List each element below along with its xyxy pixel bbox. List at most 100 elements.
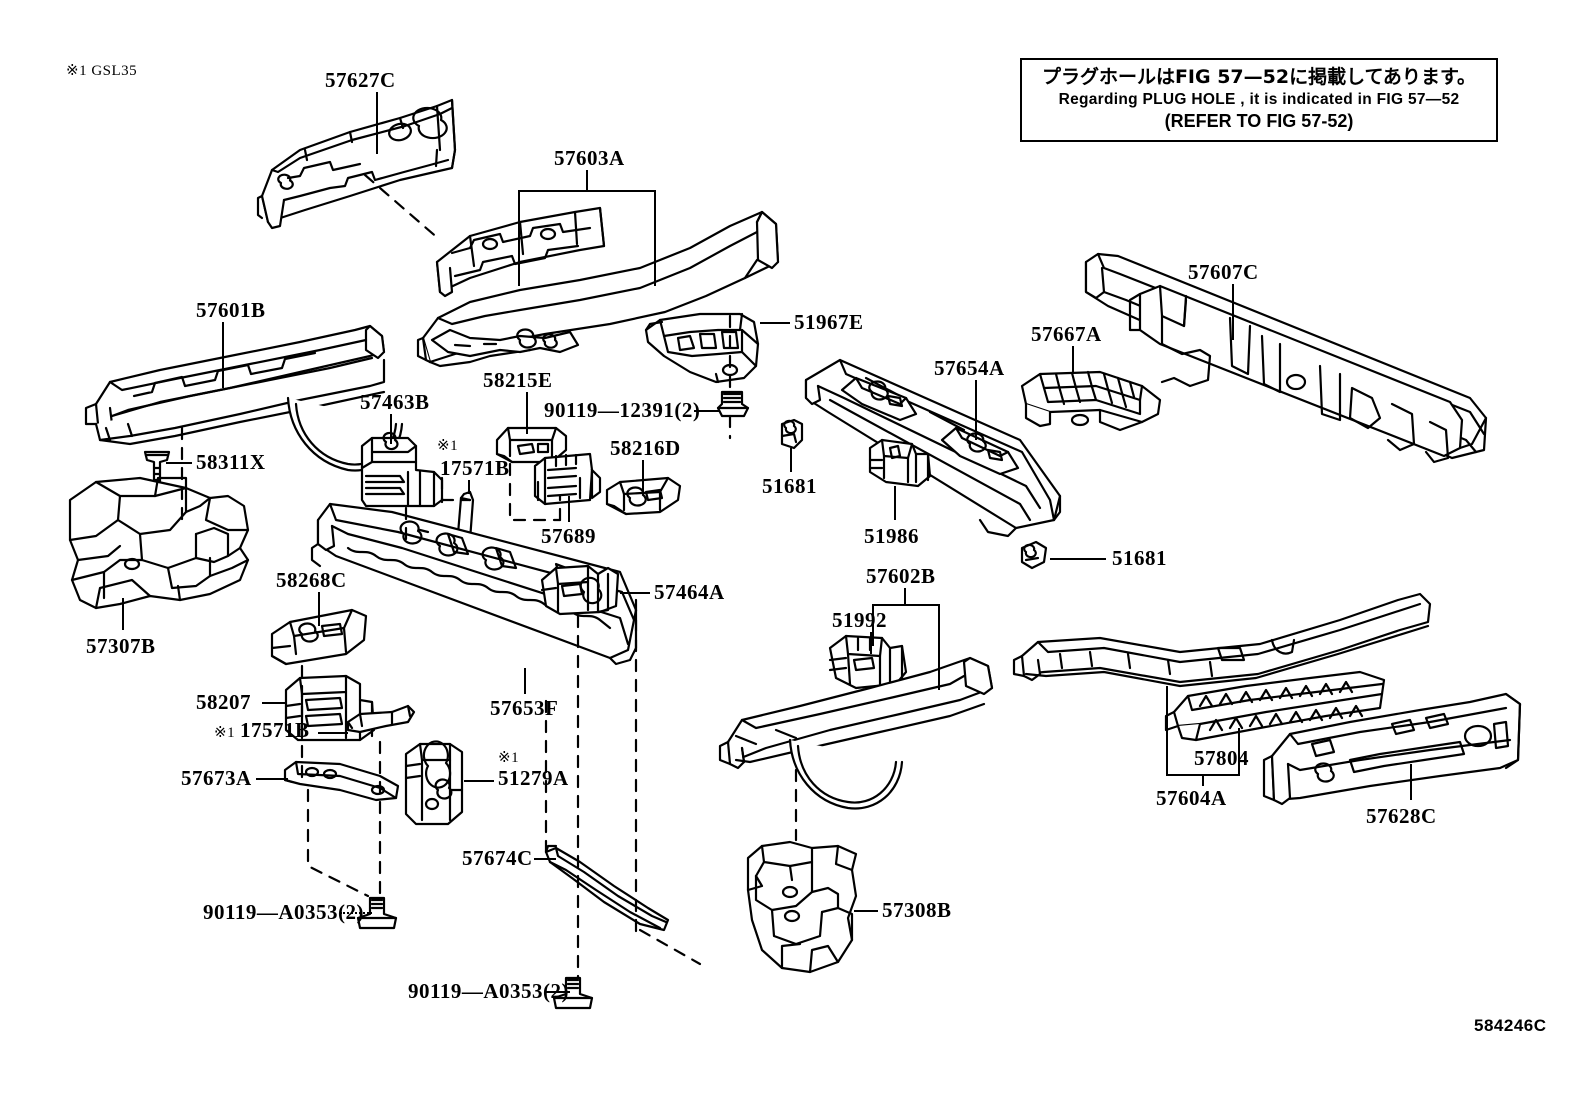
part-shape-58311X-bolt: [145, 452, 169, 490]
note-line-refer: (REFER TO FIG 57-52): [1164, 110, 1354, 131]
part-label-51986[interactable]: 51986: [864, 524, 919, 548]
leader-57603A-right: [654, 190, 656, 286]
part-shape-90119-12391-bolt: [718, 392, 748, 416]
part-shape-51992: [830, 636, 906, 688]
leader-57604A-right: [1238, 746, 1240, 774]
part-label-58216D[interactable]: 58216D: [610, 436, 681, 460]
part-label-51992[interactable]: 51992: [832, 608, 887, 632]
part-label-57653F[interactable]: 57653F: [490, 696, 559, 720]
part-label-57602B[interactable]: 57602B: [866, 564, 936, 588]
part-label-57603A[interactable]: 57603A: [554, 146, 625, 170]
leader-57689: [568, 496, 570, 522]
part-label-57607C[interactable]: 57607C: [1188, 260, 1259, 284]
part-shape-17571B-lower: [348, 706, 414, 732]
part-label-17571B-lower[interactable]: 17571B: [240, 718, 310, 742]
note-line-english: Regarding PLUG HOLE , it is indicated in…: [1058, 90, 1460, 108]
leader-51986: [894, 486, 896, 520]
part-label-58207[interactable]: 58207: [196, 690, 251, 714]
part-shape-51986: [870, 440, 930, 486]
part-label-57673A[interactable]: 57673A: [181, 766, 252, 790]
part-shape-57628C: [1264, 694, 1520, 804]
part-label-51681-lower[interactable]: 51681: [1112, 546, 1167, 570]
leader-57602B-stem: [904, 588, 906, 604]
leader-58207: [262, 702, 286, 704]
part-shape-57673A: [285, 762, 398, 800]
leader-57607C: [1232, 284, 1234, 340]
leader-57604A-bar: [1166, 774, 1240, 776]
part-label-90119-A0353-left[interactable]: 90119—A0353(2): [203, 900, 364, 924]
part-label-57604A[interactable]: 57604A: [1156, 786, 1227, 810]
part-shape-57627C: [258, 100, 455, 228]
leader-17571B-lower: [318, 732, 348, 734]
leader-57603A-bar: [518, 190, 656, 192]
asterisk-marker-51279A: ※1: [498, 750, 520, 766]
part-label-17571B-upper[interactable]: 17571B: [440, 456, 510, 480]
part-shape-57654A: [806, 360, 1060, 536]
leader-57604A-stem: [1202, 774, 1204, 786]
part-shape-57464A: [542, 566, 618, 614]
part-shape-51681-lower: [1022, 542, 1046, 568]
part-shape-17571B-upper: [458, 492, 473, 544]
part-shape-57607C: [1086, 254, 1486, 462]
part-shape-51279A: [406, 741, 462, 824]
leader-58216D: [642, 460, 644, 492]
part-label-57804[interactable]: 57804: [1194, 746, 1249, 770]
asterisk-marker-17571B-upper: ※1: [437, 438, 459, 454]
part-label-57463B[interactable]: 57463B: [360, 390, 430, 414]
leader-57627C: [376, 92, 378, 154]
part-shape-57601B: [86, 326, 402, 471]
part-label-57627C[interactable]: 57627C: [325, 68, 396, 92]
part-shape-51967E: [646, 314, 758, 382]
leader-57463B: [390, 414, 392, 444]
leader-57464A: [620, 592, 650, 594]
leader-17571B-upper: [468, 480, 470, 494]
leader-57602B-left: [872, 604, 874, 646]
part-shape-57674C: [546, 846, 668, 930]
part-label-57674C[interactable]: 57674C: [462, 846, 533, 870]
part-shape-57463B: [362, 433, 442, 506]
leader-57674C: [534, 858, 556, 860]
note-line-japanese: プラグホールはFIG 57—52に掲載してあります。: [1041, 66, 1477, 88]
leader-57602B-bar: [872, 604, 940, 606]
part-label-90119-12391[interactable]: 90119—12391(2): [544, 398, 701, 422]
part-label-58268C[interactable]: 58268C: [276, 568, 347, 592]
leader-51279A: [464, 780, 494, 782]
leader-57653F: [524, 668, 526, 694]
part-label-57464A[interactable]: 57464A: [654, 580, 725, 604]
part-shape-57308B: [748, 842, 856, 972]
part-shape-51681-upper: [782, 420, 802, 448]
leader-57654A: [975, 380, 977, 440]
leader-57804: [1238, 728, 1240, 746]
leader-51681-lower: [1050, 558, 1106, 560]
leader-90119-12391: [694, 410, 720, 412]
part-label-51279A[interactable]: 51279A: [498, 766, 569, 790]
part-label-57689[interactable]: 57689: [541, 524, 596, 548]
leader-57667A: [1072, 346, 1074, 374]
part-label-57307B[interactable]: 57307B: [86, 634, 156, 658]
part-label-57308B[interactable]: 57308B: [882, 898, 952, 922]
footnote-gsl35: ※1 GSL35: [66, 63, 138, 79]
leader-57601B: [222, 322, 224, 388]
part-label-57601B[interactable]: 57601B: [196, 298, 266, 322]
leader-51992: [870, 632, 872, 654]
part-shape-57603A: [418, 208, 778, 366]
leader-90119-A0353-left: [340, 912, 372, 914]
part-label-57628C[interactable]: 57628C: [1366, 804, 1437, 828]
part-shape-57667A: [1022, 372, 1160, 430]
part-label-90119-A0353-bottom[interactable]: 90119—A0353(2): [408, 979, 569, 1003]
part-label-58215E[interactable]: 58215E: [483, 368, 553, 392]
leader-57602B-right: [938, 604, 940, 690]
leader-57603A-left: [518, 190, 520, 286]
asterisk-marker-17571B-lower: ※1: [214, 725, 236, 741]
figure-number: 584246C: [1474, 1016, 1547, 1035]
part-shape-57602B: [720, 658, 992, 809]
part-label-58311X[interactable]: 58311X: [196, 450, 266, 474]
part-label-51681-upper[interactable]: 51681: [762, 474, 817, 498]
leader-51681-upper: [790, 448, 792, 472]
part-label-51967E[interactable]: 51967E: [794, 310, 864, 334]
part-label-57654A[interactable]: 57654A: [934, 356, 1005, 380]
part-label-57667A[interactable]: 57667A: [1031, 322, 1102, 346]
leader-57604A-left: [1166, 686, 1168, 774]
